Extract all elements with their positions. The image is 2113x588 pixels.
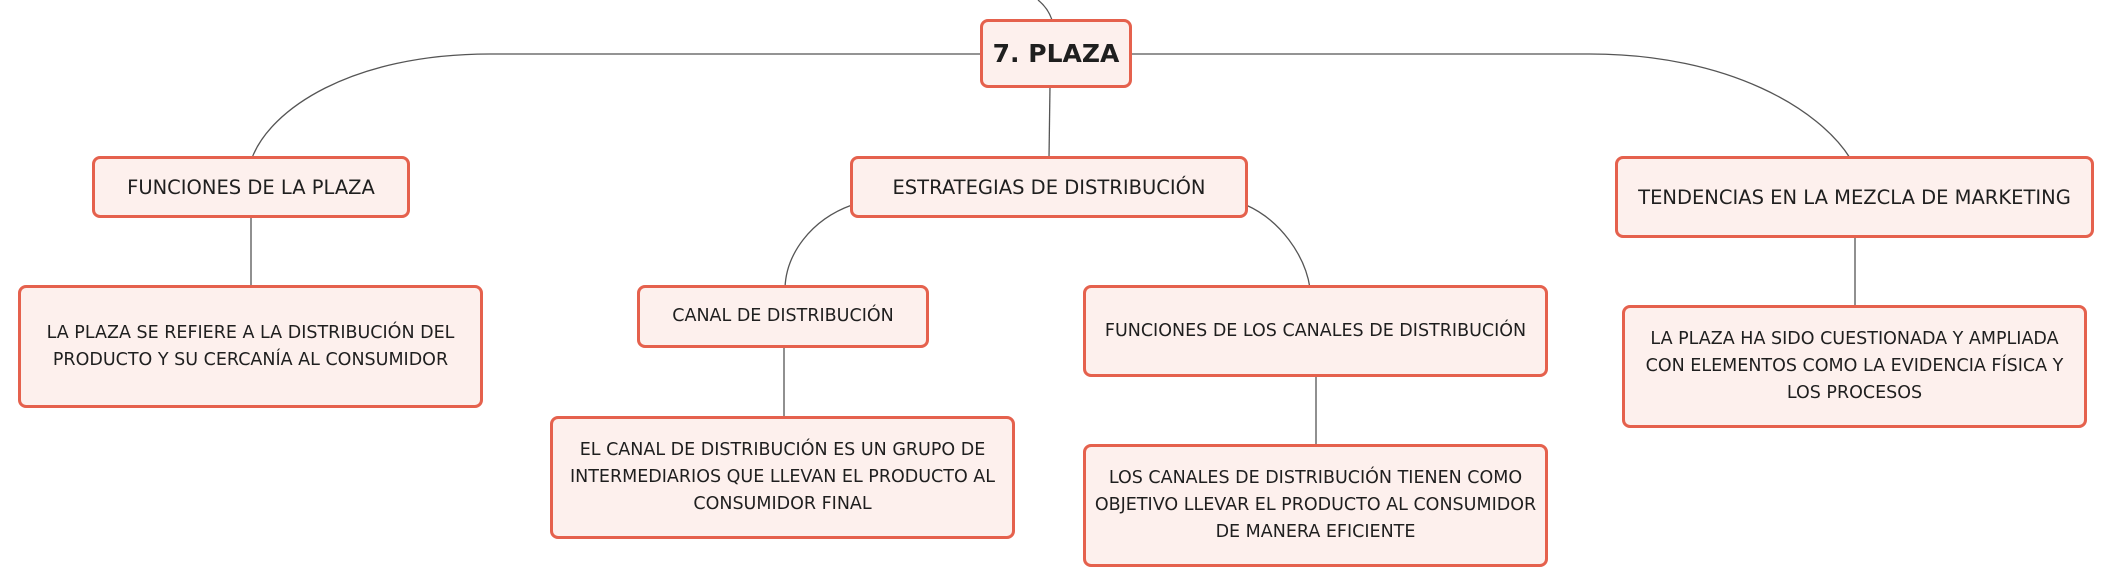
connector-estrategias-to-canal [784, 204, 853, 289]
detail-funciones-canales-distribucion[interactable]: LOS CANALES DE DISTRIBUCIÓN TIENEN COMO … [1083, 444, 1548, 567]
detail-text: EL CANAL DE DISTRIBUCIÓN ES UN GRUPO DE … [569, 440, 996, 514]
subtopic-label: FUNCIONES DE LOS CANALES DE DISTRIBUCIÓN [1104, 320, 1527, 341]
root-topic-label: 7. PLAZA [992, 39, 1120, 68]
connector-root-to-tendencias [1130, 53, 1851, 159]
topic-estrategias-de-distribucion[interactable]: ESTRATEGIAS DE DISTRIBUCIÓN [850, 156, 1248, 218]
connector-from-parent [1037, 0, 1053, 21]
detail-text: LA PLAZA HA SIDO CUESTIONADA Y AMPLIADA … [1645, 329, 2064, 403]
topic-tendencias-mezcla-marketing[interactable]: TENDENCIAS EN LA MEZCLA DE MARKETING [1615, 156, 2094, 238]
detail-text: LOS CANALES DE DISTRIBUCIÓN TIENEN COMO … [1094, 468, 1537, 542]
topic-label: TENDENCIAS EN LA MEZCLA DE MARKETING [1638, 185, 2071, 209]
connector-root-to-estrategias [1048, 85, 1051, 159]
topic-label: FUNCIONES DE LA PLAZA [127, 175, 375, 199]
root-topic-plaza[interactable]: 7. PLAZA [980, 19, 1132, 88]
topic-label: ESTRATEGIAS DE DISTRIBUCIÓN [892, 175, 1206, 199]
detail-tendencias-mezcla-marketing[interactable]: LA PLAZA HA SIDO CUESTIONADA Y AMPLIADA … [1622, 305, 2087, 428]
subtopic-canal-de-distribucion[interactable]: CANAL DE DISTRIBUCIÓN [637, 285, 929, 348]
detail-text: LA PLAZA SE REFIERE A LA DISTRIBUCIÓN DE… [46, 322, 455, 370]
subtopic-label: CANAL DE DISTRIBUCIÓN [672, 306, 894, 326]
detail-funciones-de-la-plaza[interactable]: LA PLAZA SE REFIERE A LA DISTRIBUCIÓN DE… [18, 285, 483, 408]
connector-estrategias-to-funciones-canales [1245, 204, 1311, 289]
connector-root-to-funciones-plaza [251, 53, 982, 159]
detail-canal-de-distribucion[interactable]: EL CANAL DE DISTRIBUCIÓN ES UN GRUPO DE … [550, 416, 1015, 539]
subtopic-funciones-canales-distribucion[interactable]: FUNCIONES DE LOS CANALES DE DISTRIBUCIÓN [1083, 285, 1548, 377]
topic-funciones-de-la-plaza[interactable]: FUNCIONES DE LA PLAZA [92, 156, 410, 218]
